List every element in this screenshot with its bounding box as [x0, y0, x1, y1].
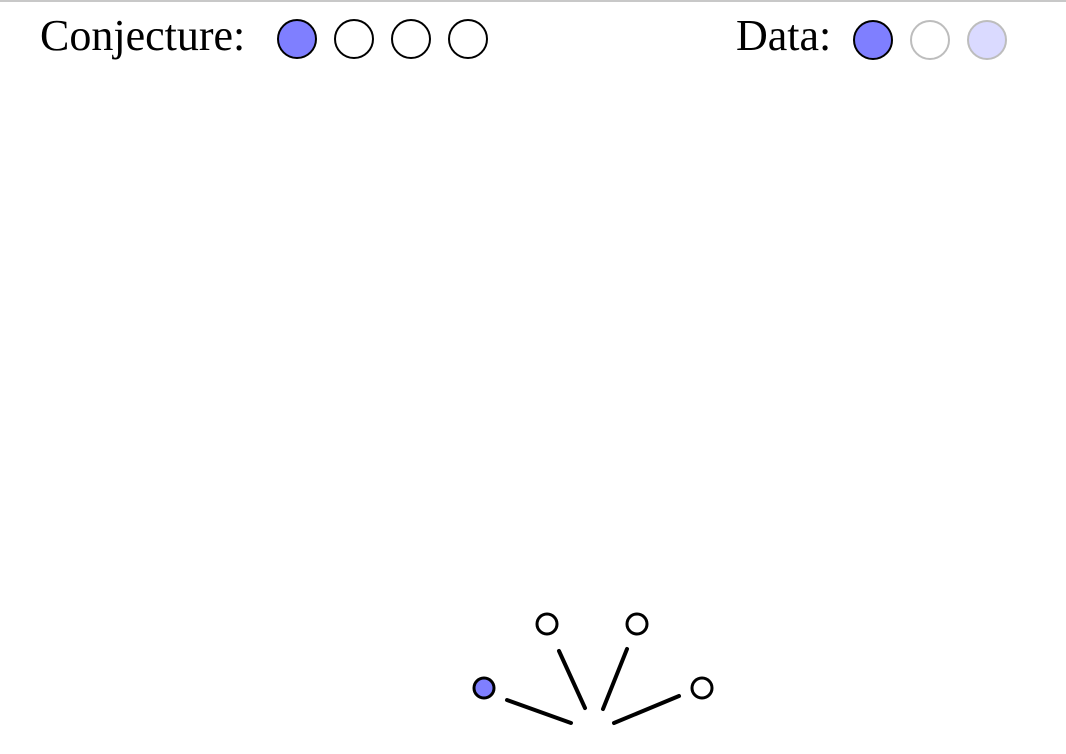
fan-node-left[interactable]: [472, 676, 496, 700]
conjecture-circle-4[interactable]: [448, 19, 488, 59]
fan-line-1: [505, 698, 573, 725]
data-circle-2[interactable]: [910, 20, 950, 60]
conjecture-label: Conjecture:: [40, 11, 246, 60]
fan-node-mid-right[interactable]: [625, 612, 649, 636]
data-circle-3[interactable]: [967, 20, 1007, 60]
fan-node-mid-left[interactable]: [535, 612, 559, 636]
data-label: Data:: [736, 11, 832, 60]
conjecture-circle-2[interactable]: [334, 19, 374, 59]
fan-node-right[interactable]: [690, 676, 714, 700]
conjecture-circle-1[interactable]: [277, 19, 317, 59]
fan-line-2: [557, 649, 587, 710]
data-circle-1[interactable]: [853, 20, 893, 60]
conjecture-circle-3[interactable]: [391, 19, 431, 59]
fan-line-3: [601, 647, 629, 711]
fan-line-4: [612, 694, 681, 725]
